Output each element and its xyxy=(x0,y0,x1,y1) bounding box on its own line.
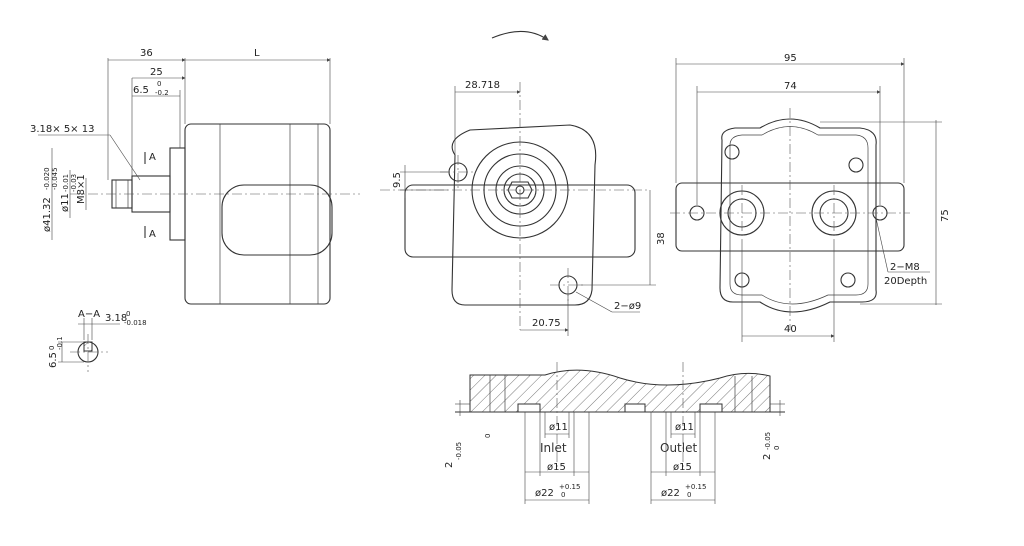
bolt-hole-tl xyxy=(724,144,740,160)
section-aa: A−A 3.18 0 -0.018 6.5 0 -0.1 xyxy=(48,309,147,372)
port-housing-outline xyxy=(719,118,877,313)
outlet-d11: ø11 xyxy=(675,422,694,433)
section-aa-height: 6.5 xyxy=(48,352,59,368)
inlet-d22: ø22 xyxy=(535,488,554,499)
rotation-arrow xyxy=(491,30,549,41)
inlet-d15: ø15 xyxy=(547,462,566,473)
bolt-hole-br xyxy=(840,272,856,288)
key-label: 3.18× 5× 13 xyxy=(30,124,94,135)
section-mark-bottom: A xyxy=(149,229,156,240)
dim-L: L xyxy=(254,48,260,59)
dim-6-5-upper: 0 xyxy=(157,80,161,88)
dim-6-5-lower: -0.2 xyxy=(155,89,169,97)
dia-41: ø41.32 xyxy=(42,197,53,232)
section-aa-height-upper: 0 xyxy=(48,346,56,350)
bolt-hole-tr xyxy=(848,157,864,173)
thread-note: 2−M8 xyxy=(890,262,920,273)
dia-41-tol-lower: -0.045 xyxy=(51,167,59,190)
depth-note: 20Depth xyxy=(884,276,927,287)
dim-75: 75 xyxy=(940,209,951,222)
left-tol-lower: -0.05 xyxy=(455,442,463,460)
section-aa-height-lower: -0.1 xyxy=(56,336,64,350)
dim-28718: 28.718 xyxy=(465,80,500,91)
right-tol-lower: 0 xyxy=(773,446,781,450)
port-view: 95 74 75 40 2−M8 20Depth xyxy=(670,53,951,342)
outlet-d22: ø22 xyxy=(661,488,680,499)
section-aa-width: 3.18 xyxy=(105,313,127,324)
dim-95: 95 xyxy=(784,53,797,64)
inlet-d22-upper: +0.15 xyxy=(559,483,580,491)
dia-41-tol-upper: -0.020 xyxy=(43,167,51,190)
dim-2075: 20.75 xyxy=(532,318,561,329)
dia-11-tol-upper: -0.01 xyxy=(62,174,70,192)
left-tol-zero: 0 xyxy=(484,434,492,438)
dim-74: 74 xyxy=(784,81,797,92)
inlet-d11: ø11 xyxy=(549,422,568,433)
dim-9-5: 9.5 xyxy=(392,172,403,188)
front-view: 28.718 9.5 38 20.75 2−ø9 xyxy=(380,30,667,336)
dim-38: 38 xyxy=(656,232,667,245)
section-aa-title: A−A xyxy=(78,309,100,320)
section-mark-top: A xyxy=(149,152,156,163)
section-aa-width-lower: -0.018 xyxy=(124,319,147,327)
port-section-body xyxy=(469,369,771,413)
outlet-label: Outlet xyxy=(660,441,697,455)
dim-36: 36 xyxy=(140,48,153,59)
port-section: ø11 Inlet ø15 ø22 +0.15 0 ø11 Outlet ø15… xyxy=(444,362,785,504)
inlet-d22-lower: 0 xyxy=(561,491,565,499)
front-housing-plate xyxy=(451,124,597,306)
section-aa-width-upper: 0 xyxy=(126,310,130,318)
side-port-boss xyxy=(221,184,333,256)
side-view-labels: 36 L 25 6.5 0 -0.2 3.18× 5× 13 A A ø41.3… xyxy=(30,48,260,240)
outlet-d15: ø15 xyxy=(673,462,692,473)
port-housing-inner xyxy=(729,126,869,305)
right-tol-upper: -0.05 xyxy=(764,432,772,450)
dim-6-5: 6.5 xyxy=(133,85,149,96)
outlet-d22-lower: 0 xyxy=(687,491,691,499)
dim-40: 40 xyxy=(784,324,797,335)
dia-11: ø11 xyxy=(60,193,71,212)
inlet-label: Inlet xyxy=(540,441,567,455)
side-view xyxy=(38,58,360,305)
left-tol: 2 xyxy=(444,462,455,468)
holes-2-d9: 2−ø9 xyxy=(614,301,641,312)
pump-body-outline xyxy=(184,123,331,305)
dim-25: 25 xyxy=(150,67,163,78)
outlet-d22-upper: +0.15 xyxy=(685,483,706,491)
dia-11-tol-lower: -0.03 xyxy=(70,174,78,192)
thread-m8: M8×1 xyxy=(76,174,87,204)
right-tol: 2 xyxy=(762,454,773,460)
